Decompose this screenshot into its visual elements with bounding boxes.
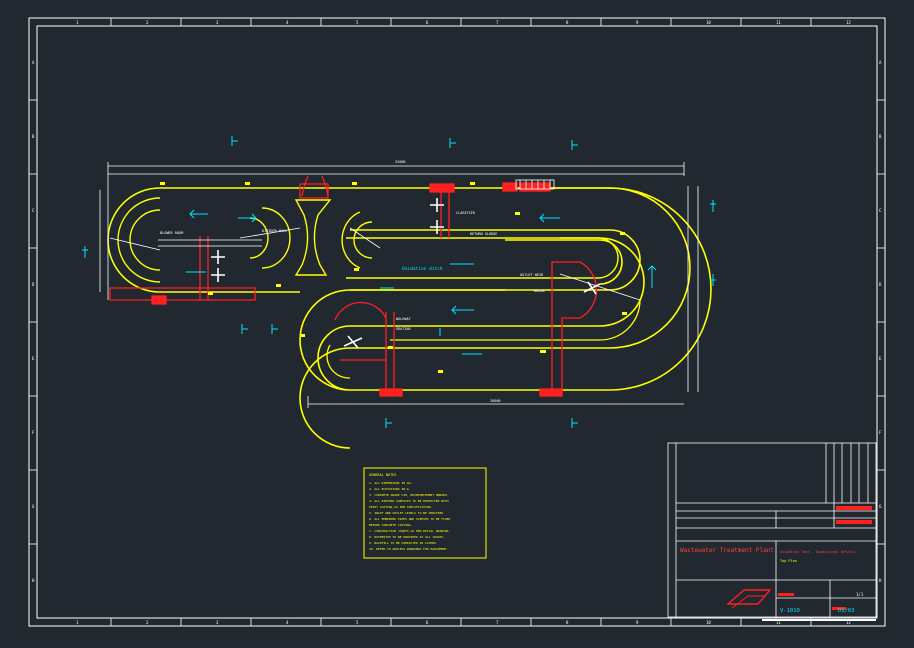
column-mark-top: 5 <box>356 20 359 25</box>
svg-text:DRAIN: DRAIN <box>534 289 545 293</box>
callout-tags <box>160 182 627 373</box>
notes-lines: 1. ALL DIMENSIONS IN mm. 2. ALL ELEVATION… <box>369 481 450 551</box>
row-mark-left: G <box>32 504 35 509</box>
title-block-texts: Wastewater Treatment Plant Oxidation Tan… <box>680 547 864 614</box>
column-mark-bottom: 4 <box>286 620 289 625</box>
row-mark-left: A <box>32 60 35 65</box>
svg-text:WALKWAY: WALKWAY <box>396 317 412 321</box>
inner-loop-wall <box>326 299 641 379</box>
drawing-subtitle: Top Plan <box>780 559 797 563</box>
column-mark-bottom: 5 <box>356 620 359 625</box>
general-notes: GENERAL NOTES 1. ALL DIMENSIONS IN mm. 2.… <box>363 467 487 559</box>
column-mark-top: 3 <box>216 20 219 25</box>
column-mark-top: 10 <box>706 20 711 25</box>
column-mark-bottom: 8 <box>566 620 569 625</box>
row-mark-left: F <box>32 430 35 435</box>
top-dimension-strips <box>99 162 699 408</box>
row-mark-right: H <box>879 578 882 583</box>
notes-line: 4. ALL EXPOSED SURFACES TO BE PROTECTED … <box>369 499 449 503</box>
oxidation-ditch-plan: BLOWER ROOM DIVIDER WALL CLARIFIER RETUR… <box>82 136 716 449</box>
column-mark-top: 6 <box>426 20 429 25</box>
row-marks: A A B B C C D D E E F F G G H H <box>29 60 885 583</box>
flow-arrows <box>186 209 657 355</box>
row-mark-left: H <box>32 578 35 583</box>
title-block-red-cells <box>778 506 872 610</box>
column-mark-bottom: 3 <box>216 620 219 625</box>
right-loop-wall <box>299 187 712 391</box>
column-mark-top: 11 <box>776 20 781 25</box>
notes-line: 9. BACKFILL TO BE COMPACTED IN LAYERS. <box>369 541 438 545</box>
row-mark-left: D <box>32 282 35 287</box>
revision-code: D1/03 <box>838 608 855 614</box>
column-mark-top: 12 <box>846 20 851 25</box>
notes-line: 5. INLET AND OUTLET LEVELS TO BE VERIFIE… <box>369 511 445 515</box>
small-labels: BLOWER ROOM DIVIDER WALL CLARIFIER RETUR… <box>160 211 545 331</box>
outer-frame <box>28 17 886 627</box>
row-mark-right: B <box>879 134 882 139</box>
project-name: Wastewater Treatment Plant <box>680 547 774 554</box>
column-mark-bottom: 9 <box>636 620 639 625</box>
svg-text:DIVIDER WALL: DIVIDER WALL <box>262 229 287 233</box>
row-mark-right: G <box>879 504 882 509</box>
dimension-top: 32000 <box>395 160 406 164</box>
notes-line: 7. CONSTRUCTION JOINTS AS PER DETAIL DRA… <box>369 529 450 533</box>
notes-line: 6. ALL EMBEDDED PIPES AND SLEEVES TO BE … <box>369 517 450 521</box>
row-mark-left: B <box>32 134 35 139</box>
column-mark-top: 4 <box>286 20 289 25</box>
column-mark-bottom: 11 <box>776 620 781 625</box>
column-mark-bottom: 7 <box>496 620 499 625</box>
row-mark-right: F <box>879 430 882 435</box>
notes-line: 2. ALL ELEVATIONS IN m. <box>369 487 411 491</box>
column-mark-top: 2 <box>146 20 149 25</box>
inner-frame <box>36 25 878 619</box>
row-mark-left: E <box>32 356 35 361</box>
column-mark-bottom: 1 <box>76 620 79 625</box>
row-mark-right: E <box>879 356 882 361</box>
column-mark-bottom: 12 <box>846 620 851 625</box>
company-logo <box>726 589 772 609</box>
svg-text:RETURN SLUDGE: RETURN SLUDGE <box>470 232 497 236</box>
notes-line: 8. WATERSTOP TO BE PROVIDED AT ALL JOINT… <box>369 535 445 539</box>
svg-text:BLOWER ROOM: BLOWER ROOM <box>160 231 183 235</box>
dimension-bottom: 28000 <box>490 399 501 403</box>
drawing-title: Oxidation Tank - Dimensional Details <box>780 550 856 554</box>
sheet-frame <box>28 17 886 627</box>
column-mark-bottom: 10 <box>706 620 711 625</box>
row-mark-left: C <box>32 208 35 213</box>
section-cuts <box>109 175 598 397</box>
central-divider <box>294 199 332 276</box>
aerator-symbols <box>211 198 601 349</box>
center-label: Oxidation ditch <box>402 266 443 272</box>
column-mark-top: 1 <box>76 20 79 25</box>
column-mark-top: 7 <box>496 20 499 25</box>
row-mark-right: D <box>879 282 882 287</box>
svg-text:GRATING: GRATING <box>396 327 411 331</box>
notes-title: GENERAL NOTES <box>369 473 396 477</box>
section-markers <box>82 136 716 428</box>
row-mark-right: A <box>879 60 882 65</box>
svg-text:CLARIFIER: CLARIFIER <box>456 211 476 215</box>
column-mark-top: 9 <box>636 20 639 25</box>
svg-text:OUTLET WEIR: OUTLET WEIR <box>520 273 544 277</box>
notes-line: 1. ALL DIMENSIONS IN mm. <box>369 481 413 485</box>
notes-line: 3. CONCRETE GRADE C30, REINFORCEMENT HRB… <box>369 493 449 497</box>
drawing-number: V-1010 <box>780 608 800 614</box>
middle-channel-walls <box>346 237 619 279</box>
notes-line: BEFORE CONCRETE CASTING. <box>369 523 413 527</box>
column-mark-bottom: 2 <box>146 620 149 625</box>
notes-line: 10. REFER TO PROCESS DRAWINGS FOR EQUIPM… <box>369 547 449 551</box>
notes-line: EPOXY COATING AS PER SPECIFICATION. <box>369 505 432 509</box>
row-mark-right: C <box>879 208 882 213</box>
title-block <box>667 442 877 621</box>
sheet-number: 1/1 <box>856 592 864 597</box>
column-mark-top: 8 <box>566 20 569 25</box>
column-mark-bottom: 6 <box>426 620 429 625</box>
